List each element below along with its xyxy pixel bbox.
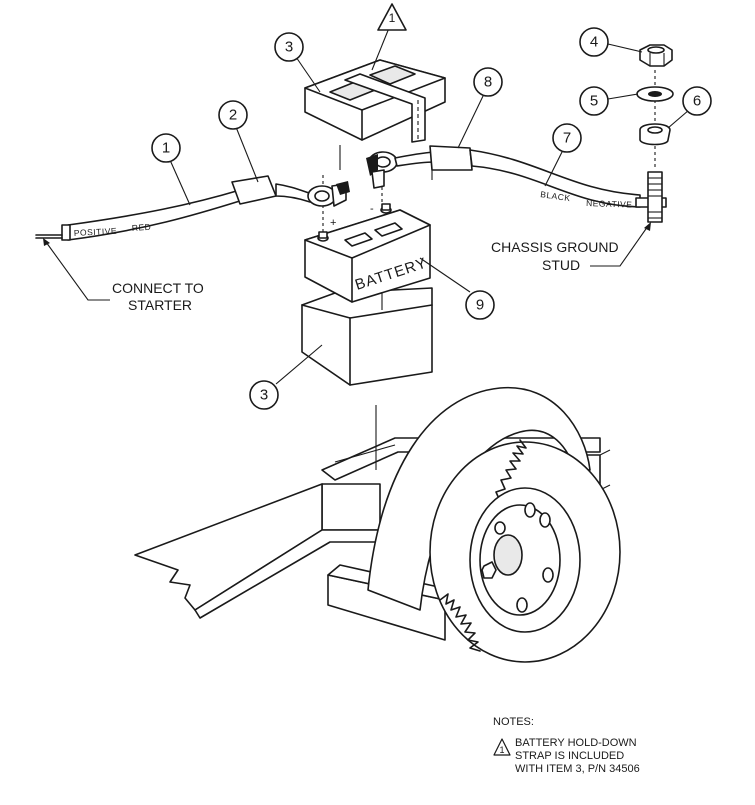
svg-text:1: 1	[162, 140, 170, 157]
callout-4: 4	[579, 27, 609, 57]
leader-lines	[43, 27, 690, 385]
notes-line-1: BATTERY HOLD-DOWN	[515, 737, 637, 749]
svg-text:5: 5	[590, 93, 598, 110]
notes-block: NOTES: 1 BATTERY HOLD-DOWN STRAP IS INCL…	[493, 716, 640, 775]
positive-cable: POSITIVE RED	[35, 175, 350, 241]
wheel-fender	[367, 386, 621, 663]
negative-cable-text: NEGATIVE	[586, 198, 633, 210]
callout-1: 1	[151, 133, 181, 163]
positive-cable-print: POSITIVE	[74, 226, 118, 238]
hold-down-strap	[304, 59, 446, 143]
black-cable-print: BLACK	[540, 189, 571, 203]
callout-3-strap: 3	[274, 32, 304, 62]
connect-to-starter-line1: CONNECT TO	[112, 280, 204, 296]
callout-3-tray: 3	[249, 380, 279, 410]
notes-line-3: WITH ITEM 3, P/N 34506	[515, 763, 640, 775]
callout-7: 7	[552, 123, 582, 153]
ground-stud-hardware	[636, 44, 674, 223]
negative-cable-print: NEGATIVE	[586, 198, 633, 210]
notes-delta-number: 1	[499, 745, 504, 755]
svg-text:8: 8	[484, 74, 492, 91]
callout-5: 5	[579, 86, 609, 116]
red-cable-print: RED	[131, 222, 151, 233]
positive-cable-text: POSITIVE	[74, 226, 118, 238]
positive-terminal-mark: +	[330, 217, 337, 229]
svg-text:3: 3	[260, 387, 268, 404]
negative-terminal-mark: -	[370, 203, 374, 215]
delta-note-marker-top: 1	[377, 3, 407, 31]
callout-9: 9	[465, 290, 495, 320]
svg-text:7: 7	[563, 130, 571, 147]
svg-text:4: 4	[590, 34, 598, 51]
battery-tray	[301, 287, 433, 386]
notes-line-2: STRAP IS INCLUDED	[515, 750, 624, 762]
svg-text:6: 6	[693, 93, 701, 110]
red-cable-text: RED	[131, 222, 151, 233]
black-cable-text: BLACK	[540, 189, 571, 203]
svg-text:9: 9	[476, 297, 484, 314]
svg-text:2: 2	[229, 107, 237, 124]
notes-heading: NOTES:	[493, 716, 534, 728]
callout-8: 8	[473, 67, 503, 97]
svg-text:3: 3	[285, 39, 293, 56]
chassis-ground-line1: CHASSIS GROUND	[491, 239, 619, 255]
delta-marker-number: 1	[389, 11, 396, 25]
chassis-ground-line2: STUD	[542, 257, 580, 273]
connect-to-starter-line2: STARTER	[128, 297, 192, 313]
callout-6: 6	[682, 86, 712, 116]
battery: + - BATTERY	[304, 203, 431, 303]
callout-2: 2	[218, 100, 248, 130]
negative-cable: BLACK NEGATIVE	[366, 145, 667, 210]
